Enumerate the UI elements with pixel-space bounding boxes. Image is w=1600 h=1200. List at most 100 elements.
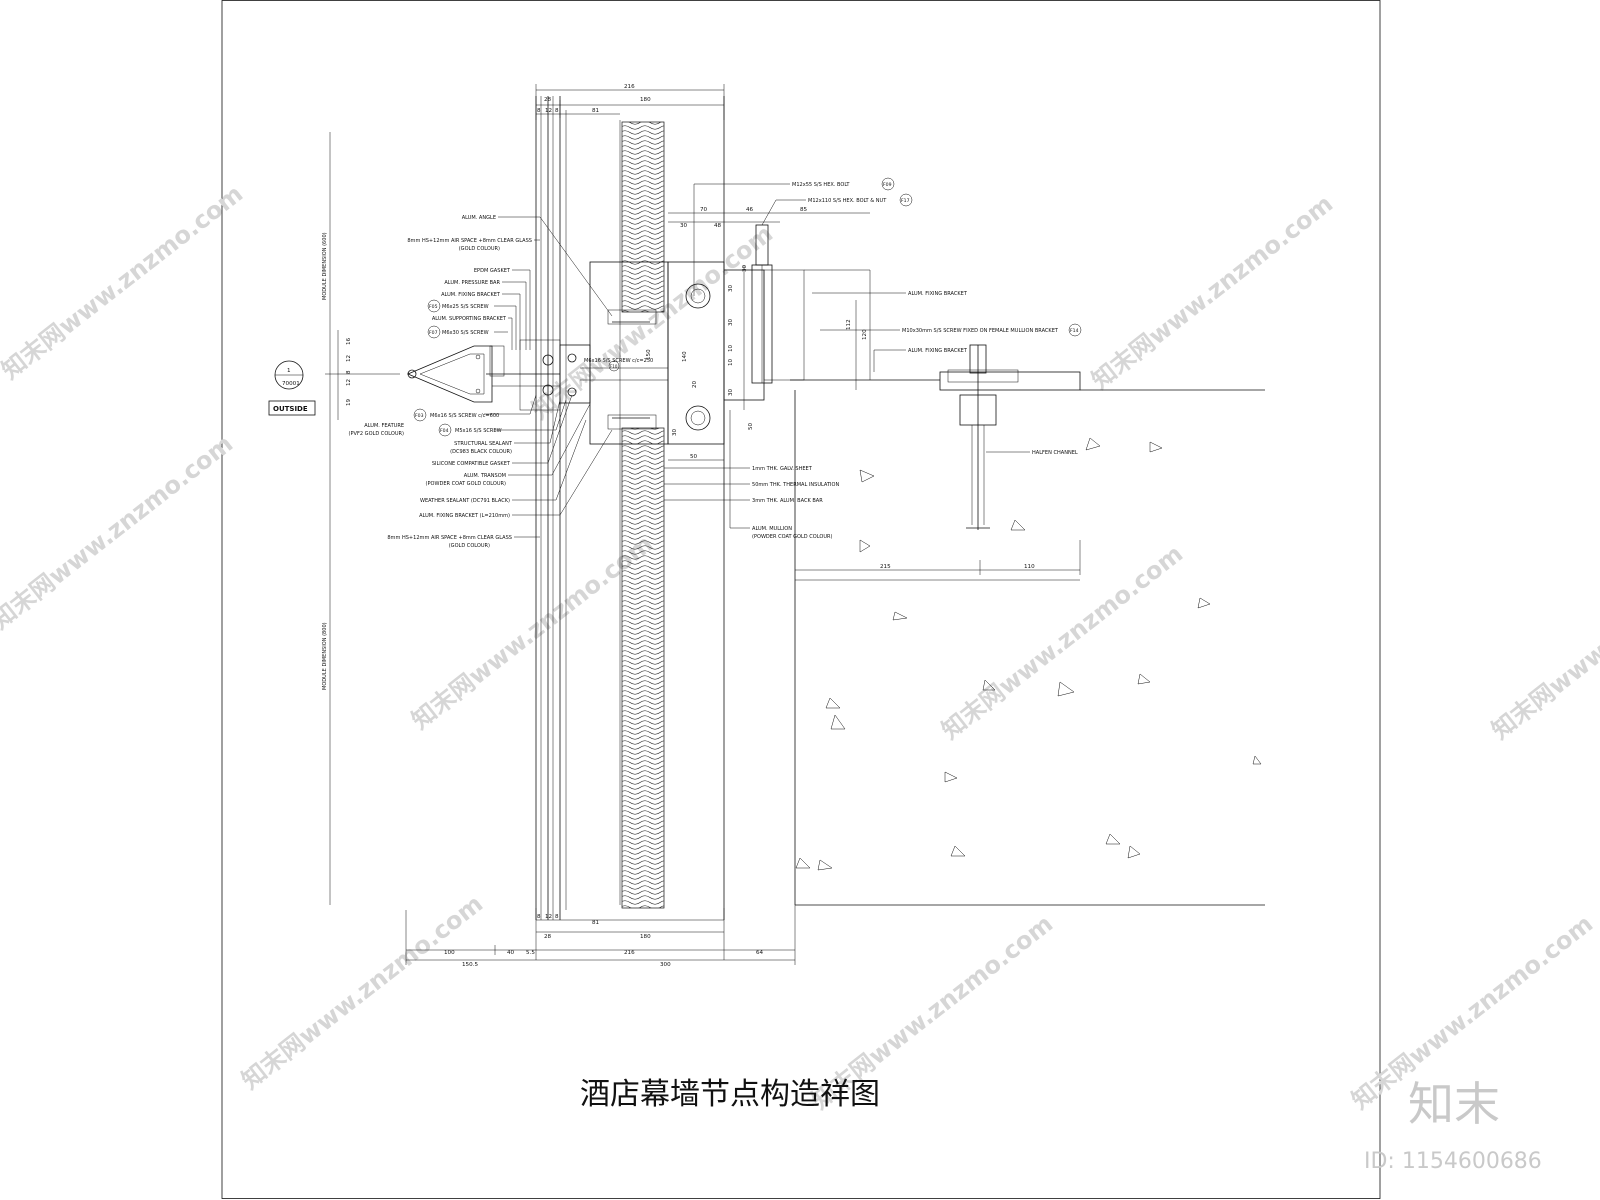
floor-slab xyxy=(790,344,1265,906)
top-dimensions: 216 28 180 8 12 8 81 xyxy=(535,84,725,120)
dim-text: 28 xyxy=(544,97,552,103)
image-id: ID: 1154600686 xyxy=(1364,1149,1542,1174)
callout-label: ALUM. SUPPORTING BRACKET xyxy=(432,316,507,322)
module-dimension-upper: MODULE DIMENSION (600) xyxy=(322,232,328,300)
gasket-icon xyxy=(567,387,577,397)
dim-text: 81 xyxy=(592,920,600,926)
dim-text: 10 xyxy=(728,344,734,352)
spec-tag: F10 xyxy=(610,364,618,369)
callout-label: 50mm THK. THERMAL INSULATION xyxy=(752,482,839,488)
dim-text: 8 xyxy=(537,914,541,920)
dim-text: 30 xyxy=(728,388,734,396)
watermark-text: 知末网www.znzmo.com xyxy=(1486,540,1600,745)
dim-text: 180 xyxy=(640,97,651,103)
dim-text: 215 xyxy=(880,564,891,570)
concrete-aggregate xyxy=(795,437,1262,871)
section-number: 1 xyxy=(287,368,291,374)
callout-label: M6x30 S/S SCREW xyxy=(442,330,489,336)
callout-label: SILICONE COMPATIBLE GASKET xyxy=(432,461,511,467)
callout-label: (PVF2 GOLD COLOUR) xyxy=(349,431,404,437)
bolt-icon xyxy=(685,283,711,309)
outside-label: OUTSIDE xyxy=(273,405,308,413)
callout-label: M12x110 S/S HEX. BOLT & NUT xyxy=(808,198,887,204)
dim-text: 180 xyxy=(640,934,651,940)
watermark-text: 知末网www.znzmo.com xyxy=(0,430,238,635)
dim-text: 8 xyxy=(555,108,559,114)
dim-text: 70 xyxy=(700,207,708,213)
callout-label: M12x55 S/S HEX. BOLT xyxy=(792,182,850,188)
sheet-border xyxy=(221,0,1381,1199)
dim-text: 12 xyxy=(545,108,552,114)
callout-label: ALUM. FIXING BRACKET xyxy=(908,348,968,354)
aluminium-feature-fin xyxy=(406,345,493,403)
dim-text: 10 xyxy=(728,358,734,366)
dim-text: 12 xyxy=(545,914,552,920)
dim-text: 100 xyxy=(444,950,455,956)
watermark-text: 知末网www.znzmo.com xyxy=(936,540,1188,745)
watermark-layer: 知末网www.znzmo.com 知末网www.znzmo.com 知末网www… xyxy=(0,180,1600,1115)
callout-label: ALUM. PRESSURE BAR xyxy=(444,280,500,286)
channel-dimensions: 215 110 xyxy=(795,540,1081,575)
brand-logo: 知末 xyxy=(1408,1077,1500,1131)
gasket-icon xyxy=(567,353,577,363)
bolt-icon xyxy=(685,405,711,431)
spec-tag: F09 xyxy=(883,182,892,188)
dim-text: 50 xyxy=(748,422,754,430)
callout-label: (GOLD COLOUR) xyxy=(449,543,490,549)
dim-text: 48 xyxy=(714,223,722,229)
watermark-text: 知末网www.znzmo.com xyxy=(0,180,248,385)
callout-label: M6x16 S/S SCREW c/c=600 xyxy=(430,413,499,419)
callout-label: 1mm THK. GALV. SHEET xyxy=(752,466,813,472)
dim-text: 112 xyxy=(846,319,852,330)
callout-label: M5x16 S/S SCREW xyxy=(455,428,502,434)
callout-label: M6x16 S/S SCREW c/c=250 xyxy=(584,358,653,364)
dim-text: 8 xyxy=(537,108,541,114)
callout-label: (GOLD COLOUR) xyxy=(459,246,500,252)
dim-text: 8 xyxy=(555,914,559,920)
dim-text: 20 xyxy=(692,380,698,388)
callout-label: 3mm THK. ALUM. BACK BAR xyxy=(752,498,823,504)
dim-text: 8 xyxy=(346,370,352,374)
dim-text: 120 xyxy=(862,329,868,340)
dim-text: 30 xyxy=(742,264,748,272)
section-sheet: 70001 xyxy=(282,381,300,387)
dim-text: 81 xyxy=(592,108,600,114)
bottom-dimensions: 8 12 8 81 28 180 100 40 5.5 216 64 150.5… xyxy=(405,905,796,968)
dim-text: 12 xyxy=(346,379,352,386)
callout-label: WEATHER SEALANT (DC791 BLACK) xyxy=(420,498,510,504)
left-callouts: ALUM. ANGLE 8mm HS+12mm AIR SPACE +8mm C… xyxy=(349,215,613,549)
dim-text: 5.5 xyxy=(526,950,535,956)
callout-label: 8mm HS+12mm AIR SPACE +8mm CLEAR GLASS xyxy=(407,238,532,244)
dim-text: 19 xyxy=(346,398,352,406)
spec-tag: F14 xyxy=(1070,328,1079,334)
module-dimension-lines: MODULE DIMENSION (600) MODULE DIMENSION … xyxy=(322,132,400,905)
dim-text: 85 xyxy=(800,207,808,213)
dim-text: 30 xyxy=(728,318,734,326)
watermark-text: 知末网www.znzmo.com xyxy=(406,530,658,735)
callout-label: ALUM. MULLION xyxy=(752,526,792,532)
dim-text: 46 xyxy=(746,207,754,213)
gasket-icon xyxy=(542,384,554,396)
dim-text: 16 xyxy=(346,337,352,345)
spec-tag: F07 xyxy=(429,330,438,336)
callout-label: ALUM. TRANSOM xyxy=(464,473,506,479)
right-callouts: M12x55 S/S HEX. BOLT F09 M12x110 S/S HEX… xyxy=(584,177,1082,540)
dim-text: 150.5 xyxy=(462,962,478,968)
gasket-icon xyxy=(542,354,554,366)
spec-tag: F03 xyxy=(415,413,424,419)
dim-text: 30 xyxy=(728,284,734,292)
dim-text: 300 xyxy=(660,962,671,968)
thermal-insulation-lower xyxy=(621,427,665,909)
thermal-insulation-upper xyxy=(621,121,665,313)
dim-text: 40 xyxy=(507,950,515,956)
watermark-text: 知末网www.znzmo.com xyxy=(1086,190,1338,395)
drawing-title: 酒店幕墙节点构造祥图 xyxy=(580,1077,880,1112)
spec-tag: F05 xyxy=(429,304,438,310)
dim-text: 30 xyxy=(680,223,688,229)
callout-label: HALFEN CHANNEL xyxy=(1032,450,1078,456)
dim-text: 50 xyxy=(690,454,698,460)
callout-label: M10x30mm S/S SCREW FIXED ON FEMALE MULLI… xyxy=(902,328,1059,334)
dim-text: 216 xyxy=(624,950,635,956)
callout-label: ALUM. FIXING BRACKET (L=210mm) xyxy=(419,513,510,519)
fin-dimensions: 16 12 8 12 19 xyxy=(337,330,352,420)
